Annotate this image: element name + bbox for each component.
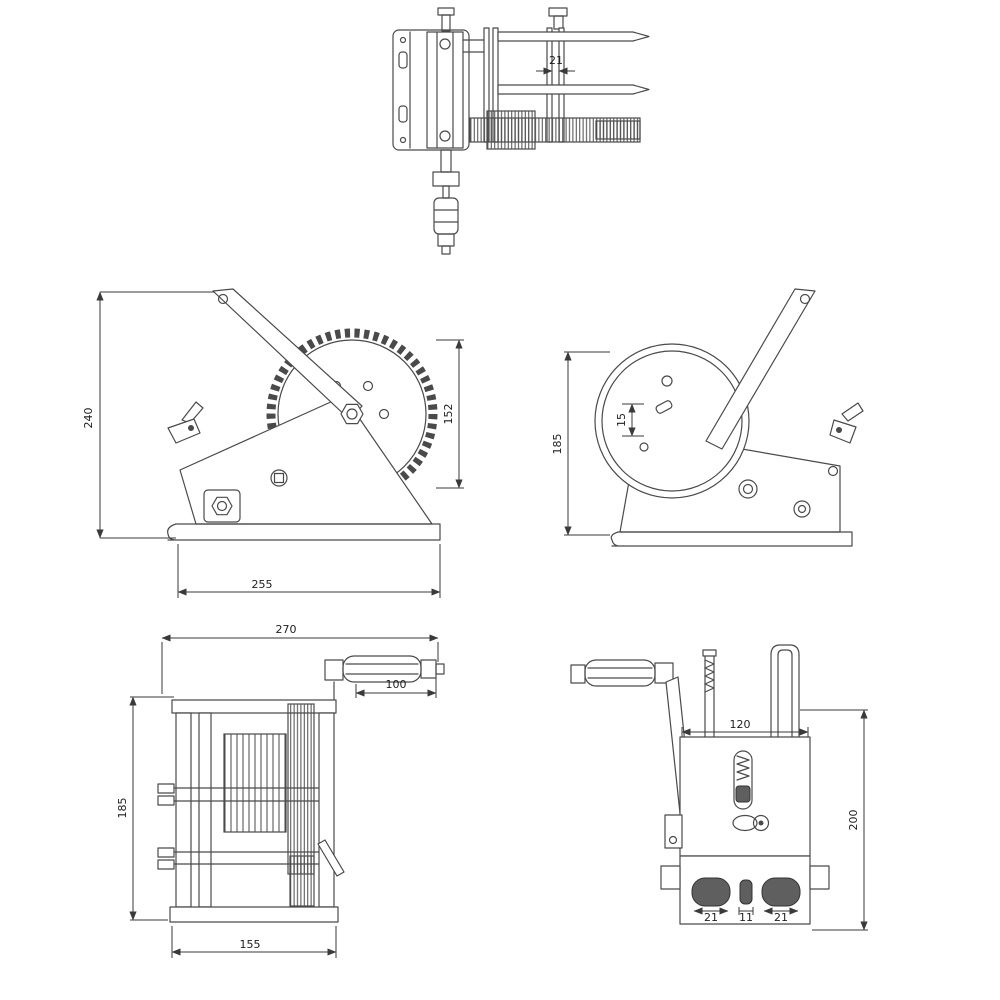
handle-lock-bracket (203, 489, 241, 523)
dim-185-right-label: 185 (551, 434, 564, 455)
cable-drum-front (223, 733, 287, 833)
base-plate-left (167, 523, 441, 541)
crank-front (324, 655, 445, 703)
drum-flange-circle (594, 343, 750, 499)
pawl-front (317, 839, 345, 877)
crank-handle-top (432, 149, 460, 255)
dim-21-left-label: 21 (704, 911, 718, 924)
main-gear-front (287, 703, 315, 875)
dimension-155: 155 (171, 926, 337, 958)
view-top: 21 (392, 7, 650, 255)
dim-100-label: 100 (386, 678, 407, 691)
ratchet-pawl-right (829, 402, 864, 444)
winch-frame-front (169, 699, 339, 923)
handle-arm-right (705, 288, 816, 450)
axles-front (157, 783, 320, 870)
dim-270-label: 270 (276, 623, 297, 636)
dim-240-label: 240 (82, 408, 95, 429)
dimension-100: 100 (355, 678, 437, 698)
view-side-left: 240 152 255 (82, 288, 464, 598)
dim-185-front-label: 185 (116, 798, 129, 819)
plate-holes-right (738, 465, 839, 518)
dim-152-label: 152 (442, 404, 455, 425)
drum-top (426, 31, 464, 149)
base-plate-right (610, 531, 853, 547)
hook-prongs-rear (770, 644, 800, 738)
dim-155-label: 155 (240, 938, 261, 951)
view-front: 270 100 (116, 623, 445, 958)
crank-grip-rear (570, 659, 695, 833)
dimension-drum-widths: 21 11 21 (693, 907, 799, 924)
drum-housing-rear (660, 855, 830, 925)
dimension-185-right: 185 (551, 351, 610, 536)
view-side-right: 15 185 (551, 288, 864, 547)
frame-blades (497, 31, 650, 95)
dimension-flange-gap: 21 (536, 54, 575, 75)
dim-15-label: 15 (615, 413, 628, 427)
dimension-240: 240 (82, 291, 214, 539)
gearbox-body-rear (664, 736, 811, 857)
handle-arm-left (212, 288, 363, 421)
dim-255-label: 255 (252, 578, 273, 591)
gear-hub (340, 403, 364, 425)
dim-11-label: 11 (739, 911, 753, 924)
dimension-255: 255 (177, 544, 441, 598)
spring-rod-rear (702, 649, 717, 738)
view-rear: 120 21 11 21 (570, 644, 868, 931)
dim-flange-gap-label: 21 (549, 54, 563, 67)
dimension-185-front: 185 (116, 696, 174, 921)
dimension-15: 15 (615, 403, 644, 437)
dimension-270: 270 (161, 623, 439, 694)
dimension-200: 200 (800, 709, 868, 931)
dimension-120: 120 (681, 718, 809, 738)
dim-120-label: 120 (730, 718, 751, 731)
gear-cluster-top (469, 110, 641, 150)
dim-21-right-label: 21 (774, 911, 788, 924)
dim-200-label: 200 (847, 810, 860, 831)
dimension-152: 152 (436, 339, 464, 489)
mount-bracket (392, 29, 470, 151)
ratchet-pawl-left (167, 401, 204, 444)
